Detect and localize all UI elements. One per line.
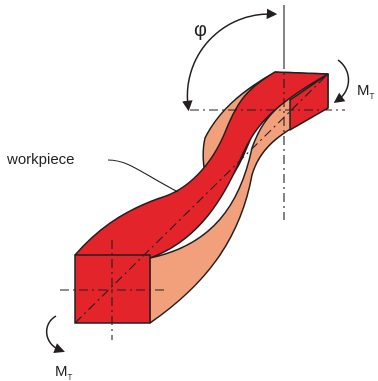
phi-angle-arc — [182, 8, 278, 112]
bottom-moment-label: MT — [55, 363, 73, 381]
top-moment-label: MT — [357, 82, 375, 101]
top-moment-arrow — [333, 59, 350, 104]
workpiece-label: workpiece — [6, 151, 75, 168]
angle-label: φ — [194, 19, 207, 41]
workpiece-leader-line — [107, 159, 179, 193]
workpiece-top-end-face — [289, 73, 329, 131]
bottom-moment-arrow — [46, 315, 65, 354]
bar-centre-axis — [74, 73, 329, 324]
